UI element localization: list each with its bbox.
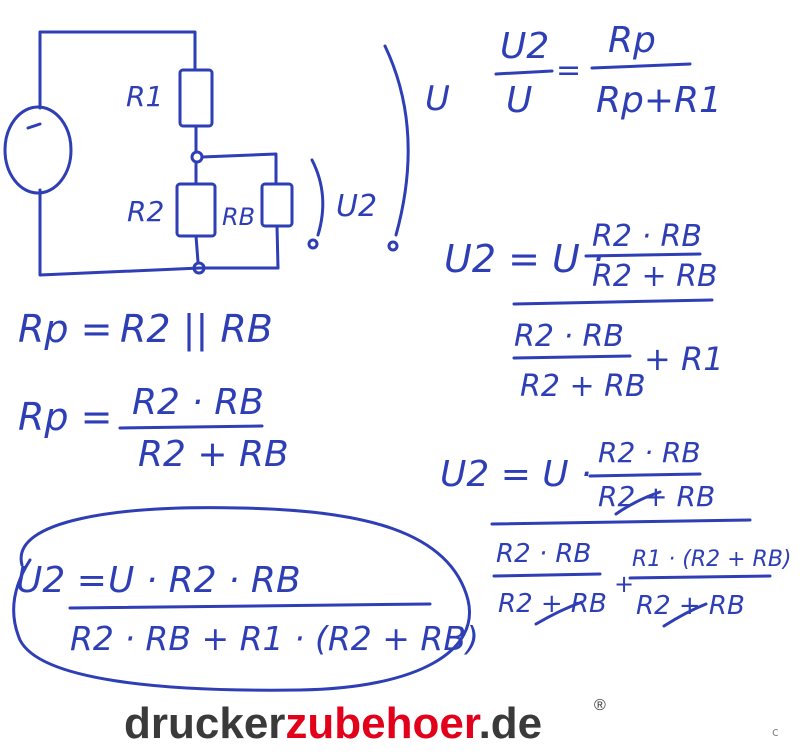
formula-result: U2 = U · R2 · RB R2 · RB + R1 · (R2 + RB…	[12, 506, 479, 692]
u2-common-top-bar	[588, 472, 702, 478]
ratio-lhs-num: U2	[500, 26, 549, 67]
resistor-rb	[260, 182, 294, 228]
brand-logo: druckerzubehoer.de ®	[124, 697, 606, 748]
u2-expanded-top-den: R2 + RB	[592, 259, 718, 294]
ratio-rhs-bar	[590, 62, 692, 70]
u2-expanded-bottom-plus: + R1	[644, 340, 724, 378]
result-den: R2 · RB + R1 · (R2 + RB)	[70, 619, 479, 658]
ratio-lhs-bar	[494, 69, 554, 76]
resistor-r1	[178, 68, 214, 128]
u2-expanded-bottom-num: R2 · RB	[514, 319, 624, 354]
ratio-rhs-num: Rp	[608, 20, 656, 61]
label-rb: RB	[222, 203, 255, 231]
wire-node-rb	[200, 152, 278, 186]
ratio-lhs-den: U	[506, 80, 532, 121]
label-u: U	[425, 79, 450, 119]
wire-rb-bottom	[275, 224, 280, 270]
rp-fraction-lhs: Rp =	[18, 395, 112, 439]
formula-u2-common: U2 = U · R2 · RB R2 + RB R2 · RB R2 + RB…	[440, 436, 792, 628]
circuit-diagram: R1 R2 RB U2 U	[3, 30, 450, 277]
u-terminal	[387, 240, 399, 252]
result-circle	[12, 506, 471, 692]
formula-u2-expanded: U2 = U · R2 · RB R2 + RB R2 · RB R2 + RB…	[444, 219, 724, 404]
result-lhs: U2 =	[16, 560, 107, 601]
rp-fraction-den: R2 + RB	[138, 434, 289, 475]
label-r1: R1	[126, 80, 163, 113]
rp-fraction-bar	[118, 424, 264, 430]
u2-expanded-bottom-bar	[512, 354, 632, 360]
u-bracket	[383, 44, 410, 237]
brand-registered-mark: ®	[594, 697, 606, 714]
wire-bottom	[38, 188, 280, 277]
u2-common-lhs: U2 = U ·	[440, 454, 592, 495]
u2-common-strike-top	[614, 490, 662, 516]
corner-mark: c	[772, 725, 779, 739]
u2-common-left-bar	[492, 572, 602, 578]
formula-ratio: U2 U = Rp Rp+R1	[494, 20, 722, 121]
u2-expanded-bottom-den: R2 + RB	[520, 369, 646, 404]
u2-expanded-top-num: R2 · RB	[592, 219, 702, 254]
result-num: U · R2 · RB	[108, 560, 301, 601]
u2-common-plus: +	[614, 570, 634, 598]
label-u2: U2	[336, 189, 377, 224]
resistor-r2	[175, 182, 217, 238]
u2-common-top-den: R2 + RB	[598, 480, 715, 513]
u2-common-right-num: R1 · (R2 + RB)	[632, 547, 792, 572]
u2-expanded-top-bar	[584, 252, 702, 258]
result-bar	[68, 602, 432, 610]
wire-r2-bottom	[194, 234, 200, 264]
voltage-source-icon	[3, 105, 73, 195]
brand-part-dark: drucker	[124, 699, 285, 748]
u2-expanded-main-bar	[512, 298, 714, 306]
rp-fraction-num: R2 · RB	[132, 382, 264, 423]
label-r2: R2	[127, 195, 164, 228]
u2-bracket	[310, 158, 325, 237]
node-bottom	[192, 261, 206, 275]
u2-common-right-bar	[628, 574, 772, 580]
u2-common-strike-left	[534, 600, 584, 626]
ratio-eq: =	[556, 53, 581, 88]
brand-wordmark: druckerzubehoer.de	[124, 699, 542, 748]
wire-top	[38, 30, 197, 110]
formula-rp-fraction: Rp = R2 · RB R2 + RB	[18, 382, 289, 475]
u2-expanded-lhs: U2 = U ·	[444, 237, 604, 281]
u2-common-main-bar	[490, 518, 752, 526]
formula-rp-parallel: Rp = R2 || RB	[18, 307, 273, 352]
u2-common-right-den: R2 + RB	[636, 591, 745, 621]
u2-common-top-num: R2 · RB	[598, 436, 701, 469]
brand-part-tld: .de	[479, 699, 543, 748]
ratio-rhs-den: Rp+R1	[596, 80, 722, 121]
rp-parallel-rhs: R2 || RB	[120, 307, 273, 352]
u2-terminal	[307, 238, 319, 250]
u2-common-strike-right	[662, 602, 708, 628]
rp-parallel-lhs: Rp =	[18, 307, 112, 351]
brand-part-red: zubehoer	[285, 699, 480, 748]
u2-common-left-num: R2 · RB	[496, 539, 591, 569]
